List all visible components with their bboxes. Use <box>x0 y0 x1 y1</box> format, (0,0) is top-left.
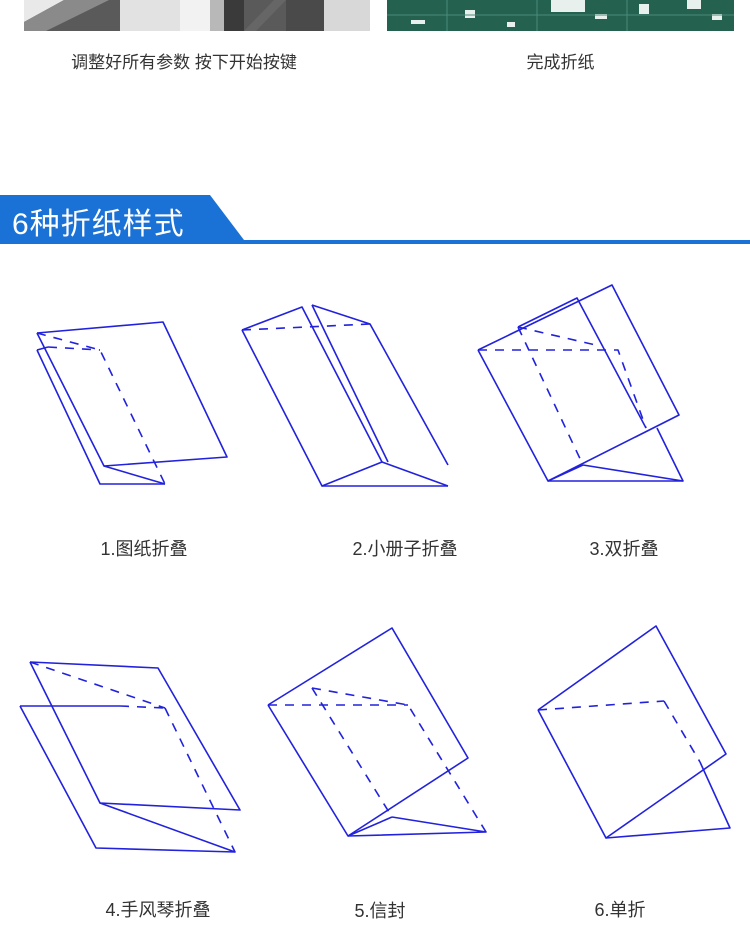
fold-label-single: 6.单折 <box>594 900 646 920</box>
machine-photo <box>24 0 370 31</box>
section-header-banner <box>0 195 750 244</box>
fold-label-envelope: 5.信封 <box>354 901 406 921</box>
step-caption-done: 完成折纸 <box>526 53 595 72</box>
fold-label-double: 3.双折叠 <box>589 539 659 559</box>
fold-label-map: 1.图纸折叠 <box>100 539 188 559</box>
folded-paper-photo <box>387 0 734 31</box>
step-caption-start: 调整好所有参数 按下开始按键 <box>71 53 297 72</box>
section-title: 6种折纸样式 <box>12 208 185 241</box>
fold-label-booklet: 2.小册子折叠 <box>352 539 458 559</box>
fold-label-accordion: 4.手风琴折叠 <box>105 900 211 920</box>
